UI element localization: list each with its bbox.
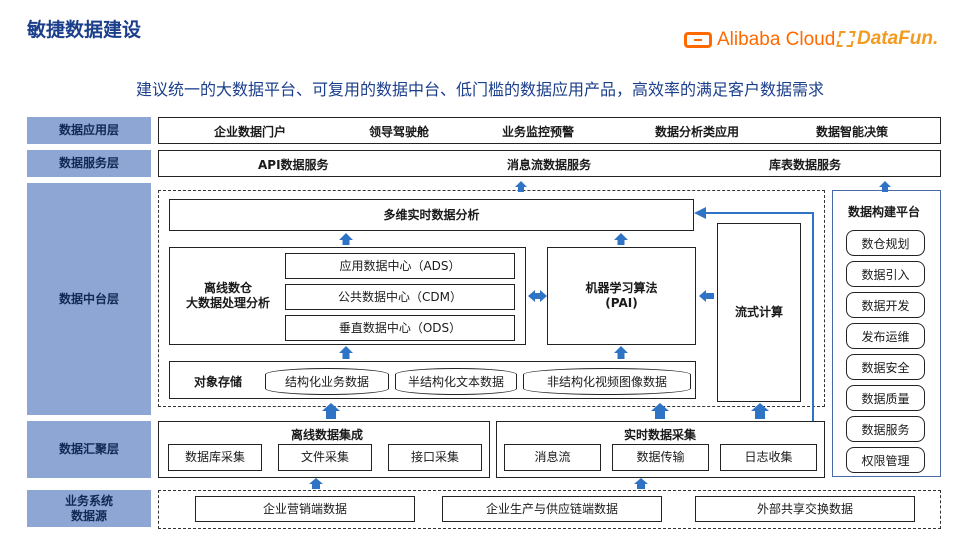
datafun-logo-text: DataFun. (857, 28, 939, 49)
middle-layer-container (158, 190, 825, 407)
service-item-table: 库表数据服务 (769, 158, 842, 172)
offline-warehouse-label-line1: 离线数仓 (203, 281, 252, 295)
platform-item-data-quality: 数据质量 (846, 385, 925, 411)
app-item-portal: 企业数据门户 (214, 125, 287, 139)
platform-item-data-ingest: 数据引入 (846, 261, 925, 287)
offline-warehouse-label: 离线数仓 大数据处理分析 (176, 281, 280, 311)
layer-label-source-line2: 数据源 (70, 508, 107, 523)
realtime-collection-title: 实时数据采集 (624, 428, 697, 442)
ml-label-line1: 机器学习算法 (585, 281, 658, 295)
olap-box: 多维实时数据分析 (169, 199, 694, 231)
ads-box: 应用数据中心（ADS） (285, 253, 515, 279)
offline-item-db: 数据库采集 (168, 444, 262, 471)
layer-label-service: 数据服务层 (27, 150, 151, 177)
layer-label-source: 业务系统 数据源 (27, 490, 151, 527)
up-arrow-icon (309, 478, 323, 489)
service-item-api: API数据服务 (258, 158, 329, 172)
source-container (158, 490, 941, 529)
alibaba-cloud-logo: Alibaba Cloud (684, 27, 835, 53)
layer-label-source-line1: 业务系统 (64, 493, 113, 508)
source-marketing: 企业营销端数据 (195, 496, 415, 522)
app-item-decision: 数据智能决策 (816, 125, 889, 139)
service-layer-box (158, 150, 941, 177)
stream-compute-box: 流式计算 (717, 223, 801, 402)
ods-box: 垂直数据中心（ODS） (285, 315, 515, 341)
offline-integration-title: 离线数据集成 (291, 428, 364, 442)
realtime-item-log: 日志收集 (720, 444, 817, 471)
datafun-logo: DataFun. (836, 26, 939, 52)
object-storage-label: 对象存储 (194, 375, 243, 389)
platform-item-data-service: 数据服务 (846, 416, 925, 442)
platform-item-data-security: 数据安全 (846, 354, 925, 380)
offline-warehouse-label-line2: 大数据处理分析 (185, 296, 270, 310)
platform-item-permission: 权限管理 (846, 447, 925, 473)
storage-structured: 结构化业务数据 (265, 368, 389, 395)
layer-label-middle: 数据中台层 (27, 183, 151, 415)
cdm-box: 公共数据中心（CDM） (285, 284, 515, 310)
ml-label-line2: (PAI) (605, 296, 638, 310)
platform-item-warehouse-planning: 数仓规划 (846, 230, 925, 256)
realtime-item-message: 消息流 (504, 444, 601, 471)
app-item-cockpit: 领导驾驶舱 (369, 125, 430, 139)
offline-item-api: 接口采集 (388, 444, 482, 471)
datafun-logo-icon (836, 31, 856, 47)
platform-item-release-ops: 发布运维 (846, 323, 925, 349)
source-external: 外部共享交换数据 (695, 496, 915, 522)
app-item-analysis: 数据分析类应用 (655, 125, 740, 139)
app-item-monitor: 业务监控预警 (502, 125, 575, 139)
layer-label-aggregate: 数据汇聚层 (27, 421, 151, 478)
source-production: 企业生产与供应链端数据 (442, 496, 662, 522)
realtime-item-transfer: 数据传输 (612, 444, 709, 471)
platform-item-data-dev: 数据开发 (846, 292, 925, 318)
layer-label-app: 数据应用层 (27, 117, 151, 144)
page-subtitle: 建议统一的大数据平台、可复用的数据中台、低门槛的数据应用产品，高效率的满足客户数… (135, 80, 824, 99)
offline-item-file: 文件采集 (278, 444, 372, 471)
alibaba-cloud-logo-icon (684, 32, 712, 48)
app-layer-box (158, 117, 941, 144)
data-platform-title: 数据构建平台 (848, 205, 921, 219)
storage-semistructured: 半结构化文本数据 (395, 368, 517, 395)
up-arrow-icon (634, 478, 648, 489)
page-title: 敏捷数据建设 (27, 19, 142, 41)
ml-box: 机器学习算法 (PAI) (547, 247, 696, 345)
service-item-stream: 消息流数据服务 (507, 158, 592, 172)
storage-unstructured: 非结构化视频图像数据 (523, 368, 691, 395)
alibaba-cloud-logo-text: Alibaba Cloud (717, 29, 836, 50)
